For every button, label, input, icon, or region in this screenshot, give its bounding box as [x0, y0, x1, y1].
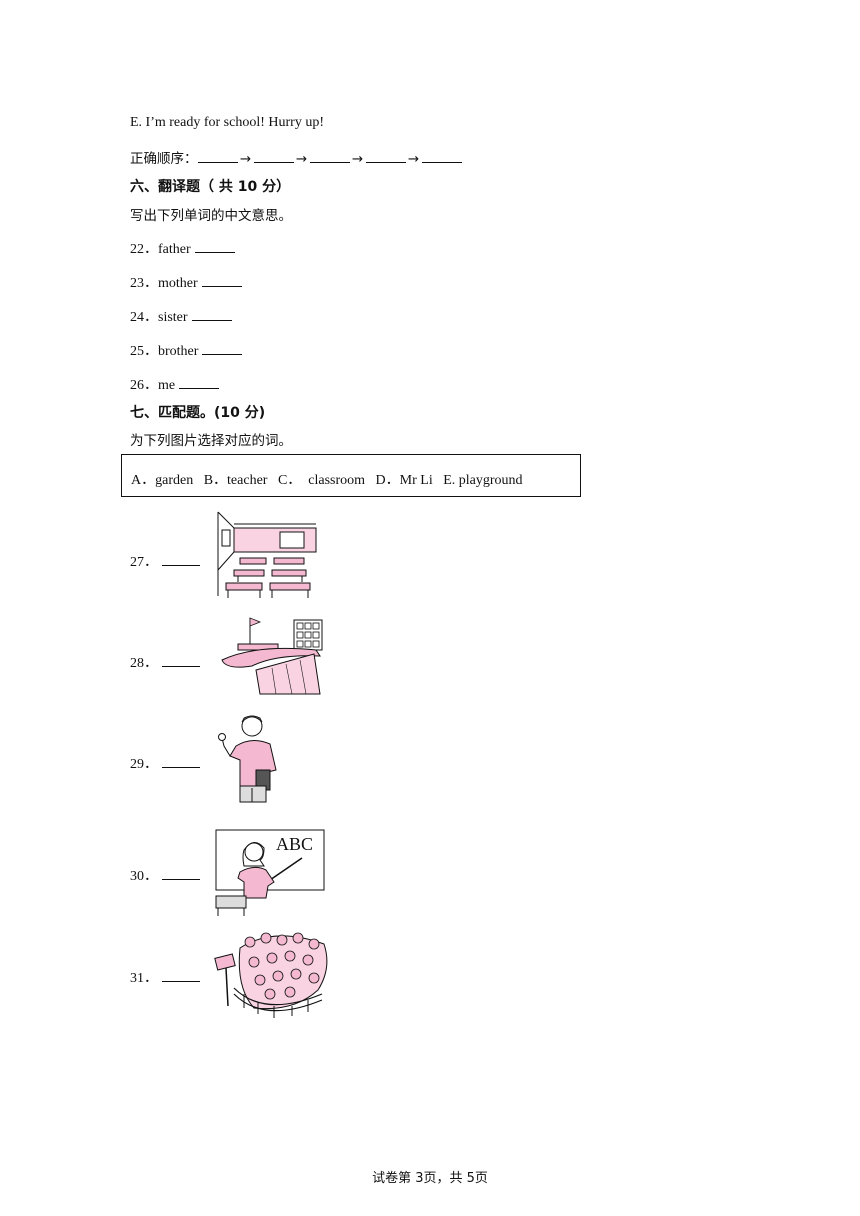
item-word: mother [158, 276, 198, 291]
answer-blank[interactable] [162, 654, 200, 667]
arrow-1: → [239, 151, 252, 167]
item-number: 23． [130, 276, 158, 291]
match-item-29: 29． [130, 753, 200, 773]
item-number: 27． [130, 555, 158, 570]
answer-blank[interactable] [194, 240, 235, 253]
arrow-2: → [295, 151, 308, 167]
options-box: A．garden B．teacher C． classroom D．Mr Li … [121, 454, 581, 497]
item-word: father [158, 242, 191, 257]
translate-item-26: 26．me [130, 374, 220, 394]
man-with-book-picture [218, 715, 277, 803]
item-number: 22． [130, 242, 158, 257]
page-footer: 试卷第 3页，共 5页 [372, 1171, 488, 1186]
match-item-28: 28． [130, 652, 200, 672]
item-number: 24． [130, 310, 158, 325]
section7-instruction: 为下列图片选择对应的词。 [130, 433, 292, 449]
item-word: brother [158, 344, 199, 359]
order-blank-2[interactable] [253, 150, 294, 163]
translate-item-24: 24．sister [130, 306, 232, 326]
options-text: A．garden B．teacher C． classroom D．Mr Li … [131, 473, 523, 488]
translate-item-23: 23．mother [130, 272, 242, 292]
item-word: me [158, 378, 176, 393]
board-text: ABC [276, 834, 313, 854]
answer-blank[interactable] [179, 376, 220, 389]
answer-blank[interactable] [202, 342, 243, 355]
order-blank-1[interactable] [197, 150, 238, 163]
section6-instruction: 写出下列单词的中文意思。 [130, 208, 292, 224]
item-number: 25． [130, 344, 158, 359]
classroom-picture [217, 511, 317, 598]
match-item-30: 30． [130, 865, 200, 885]
item-number: 29． [130, 757, 158, 772]
item-number: 26． [130, 378, 158, 393]
order-line: 正确顺序： → → → → [130, 147, 462, 167]
order-label: 正确顺序： [130, 151, 198, 167]
order-blank-4[interactable] [365, 150, 406, 163]
order-blank-3[interactable] [309, 150, 350, 163]
arrow-3: → [351, 151, 364, 167]
answer-blank[interactable] [162, 553, 200, 566]
answer-blank[interactable] [191, 308, 232, 321]
answer-blank[interactable] [162, 969, 200, 982]
section6-heading: 六、翻译题（ 共 10 分） [130, 179, 291, 195]
match-item-31: 31． [130, 967, 200, 987]
arrow-4: → [407, 151, 420, 167]
item-word: sister [158, 310, 188, 325]
playground-picture [221, 617, 323, 695]
item-number: 30． [130, 869, 158, 884]
translate-item-22: 22．father [130, 238, 235, 258]
item-number: 31． [130, 971, 158, 986]
item-number: 28． [130, 656, 158, 671]
answer-blank[interactable] [201, 274, 242, 287]
answer-blank[interactable] [162, 755, 200, 768]
garden-picture [214, 932, 328, 1018]
match-item-27: 27． [130, 551, 200, 571]
teacher-at-board-picture: ABC [215, 829, 325, 916]
order-blank-5[interactable] [421, 150, 462, 163]
section7-heading: 七、匹配题。(10 分) [130, 405, 266, 421]
answer-blank[interactable] [162, 867, 200, 880]
translate-item-25: 25．brother [130, 340, 243, 360]
option-e-line: E. I’m ready for school! Hurry up! [130, 115, 324, 130]
